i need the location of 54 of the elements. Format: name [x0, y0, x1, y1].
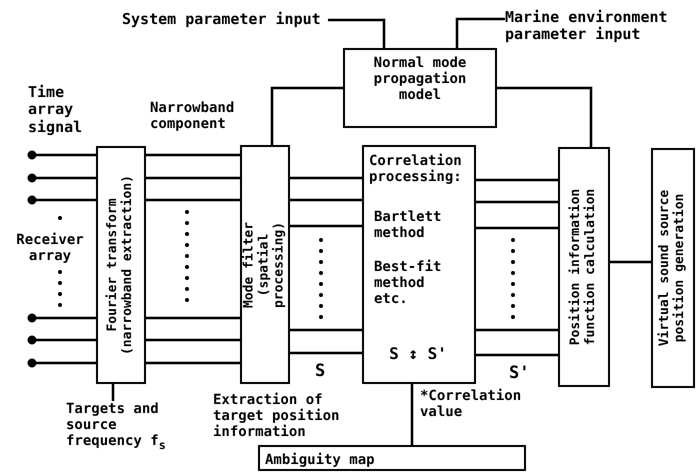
connector-line	[290, 176, 362, 180]
connector-line	[146, 198, 240, 202]
connector-line	[290, 328, 362, 332]
box-text: S ↕ S'	[388, 345, 448, 364]
annotation-text: Narrowband component	[150, 100, 236, 132]
input-label-text: Targets and source frequency f$_{s}$	[66, 401, 167, 452]
connector-line	[270, 86, 343, 145]
connector-line	[476, 178, 558, 182]
signal-symbol: S'	[509, 364, 530, 384]
connector-line	[146, 176, 240, 180]
connector-line	[476, 200, 558, 204]
process-box	[258, 445, 526, 471]
box-text: Ambiguity map	[265, 452, 376, 468]
connector-line	[112, 384, 114, 401]
signal-line	[28, 336, 96, 344]
connector-line	[610, 260, 651, 264]
signal-symbol: S	[315, 362, 326, 382]
connector-line	[476, 226, 558, 230]
signal-line	[28, 358, 96, 368]
process-box	[651, 148, 695, 388]
process-box	[558, 147, 610, 387]
connector-line	[328, 18, 386, 48]
connector-line	[476, 328, 558, 332]
process-box	[362, 145, 476, 384]
signal-line	[28, 314, 96, 322]
process-box	[343, 48, 497, 128]
box-text: Best-fit method etc.	[374, 259, 442, 308]
box-text: Virtual sound source position generation	[658, 188, 688, 348]
annotation-text: Time array signal	[28, 84, 84, 136]
signal-line	[28, 196, 96, 204]
box-text: Position information function calculation	[569, 188, 599, 348]
input-label-text: System parameter input	[122, 11, 322, 28]
connector-line	[290, 224, 362, 228]
connector-line	[146, 316, 240, 320]
box-text: Normal mode propagation model	[372, 55, 468, 104]
connector-line	[290, 352, 362, 354]
connector-line	[290, 198, 362, 202]
process-box	[240, 145, 290, 384]
box-text: Bartlett method	[374, 209, 442, 242]
connector-line	[146, 362, 240, 364]
connector-line	[410, 384, 414, 445]
connector-line	[497, 86, 592, 147]
box-text: Correlation processing:	[369, 153, 463, 186]
box-text: Fourier transform (narrowband extraction)	[106, 174, 136, 358]
connector-line	[456, 18, 505, 48]
connector-line	[146, 338, 240, 342]
process-box	[96, 146, 146, 384]
box-text: Mode filter (spatial processing)	[242, 220, 288, 310]
signal-line	[28, 150, 96, 160]
annotation-text: Extraction of target position information	[213, 392, 340, 440]
signal-line	[28, 174, 96, 182]
input-label-text: Marine environment parameter input	[505, 9, 669, 44]
connector-line	[146, 154, 240, 156]
connector-line	[476, 354, 558, 356]
